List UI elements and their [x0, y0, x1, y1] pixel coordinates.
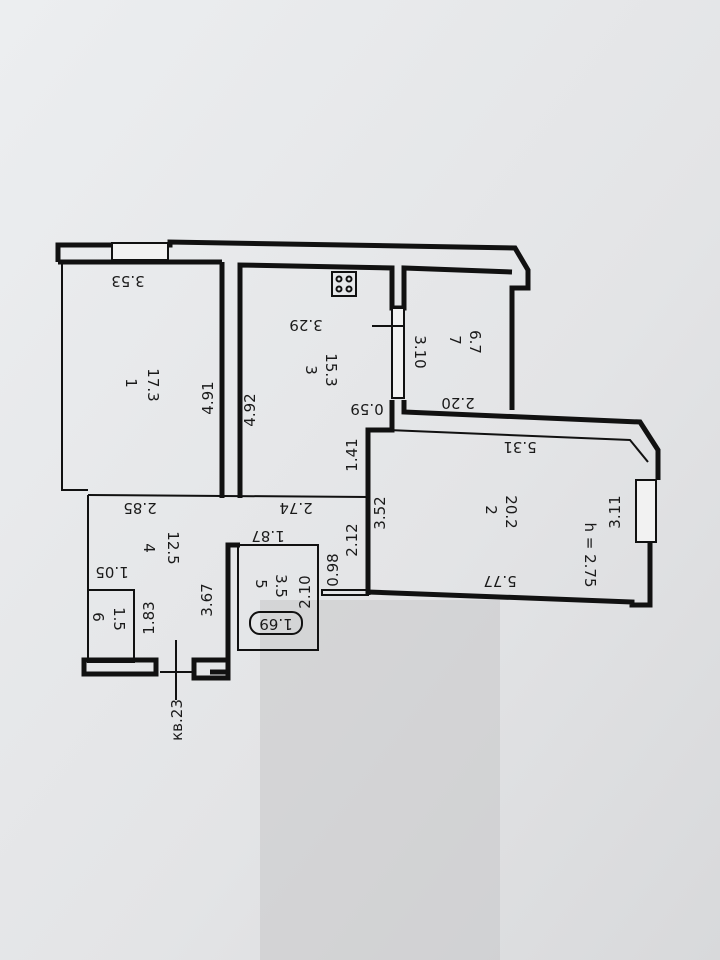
- room-5-dim-width: 1.87: [251, 527, 284, 545]
- shadow: [260, 600, 500, 960]
- dim-0-59: 0.59: [350, 400, 383, 418]
- room-2-dim-bottom: 5.77: [483, 572, 516, 590]
- room-3-dim-length: 4.92: [241, 393, 259, 426]
- room-6-dim-width: 1.05: [95, 563, 128, 581]
- room-2-dim-side: 3.52: [371, 496, 389, 529]
- room-4-dim-a: 2.85: [123, 499, 156, 517]
- room-3-dim-width: 3.29: [289, 316, 322, 334]
- room-1-number: 1: [122, 378, 140, 388]
- room-2-area: 20.2: [502, 495, 520, 528]
- room-6-area: 1.5: [110, 607, 128, 631]
- room-5-number: 5: [252, 579, 270, 589]
- room-4-dim-b: 2.74: [279, 499, 312, 517]
- room-5-area: 3.5: [272, 574, 290, 598]
- room-4-number: 4: [140, 543, 158, 553]
- room-1-dim-length: 4.91: [199, 381, 217, 414]
- bathtub-label: 1.69: [259, 615, 292, 633]
- room-2-dim-window: 3.11: [606, 495, 624, 528]
- room-4-area: 12.5: [164, 531, 182, 564]
- ceiling-height: h = 2.75: [581, 522, 599, 587]
- dim-0-98: 0.98: [324, 553, 342, 586]
- room-7-dim-width: 2.20: [441, 394, 474, 412]
- room-4-dim-c: 3.67: [198, 583, 216, 616]
- room-7-dim-length: 3.10: [411, 335, 429, 368]
- room-5-dim-length: 2.10: [296, 575, 314, 608]
- window-room-2: [635, 479, 657, 543]
- bathtub: [249, 611, 303, 635]
- apartment-label: кв.23: [168, 699, 186, 741]
- room-1-area: 17.3: [144, 368, 162, 401]
- dim-2-12: 2.12: [343, 523, 361, 556]
- dim-1-41: 1.41: [343, 438, 361, 471]
- room-3-number: 3: [302, 365, 320, 375]
- room-7-area: 6.7: [466, 330, 484, 354]
- kitchen-door: [391, 307, 405, 399]
- room-6-number: 6: [89, 612, 107, 622]
- room-3-area: 15.3: [322, 353, 340, 386]
- room-7-number: 7: [446, 335, 464, 345]
- room-2-dim-top: 5.31: [503, 438, 536, 456]
- room-6-dim-length: 1.83: [140, 601, 158, 634]
- stove-icon: [331, 271, 357, 297]
- walls: [55, 239, 661, 700]
- window-room-1: [111, 242, 169, 261]
- room-1-dim-width: 3.53: [111, 272, 144, 290]
- room-2-number: 2: [482, 505, 500, 515]
- labels: 3.53 4.91 1 17.3 3.29 4.92 3 15.3 3.10 2…: [89, 272, 624, 741]
